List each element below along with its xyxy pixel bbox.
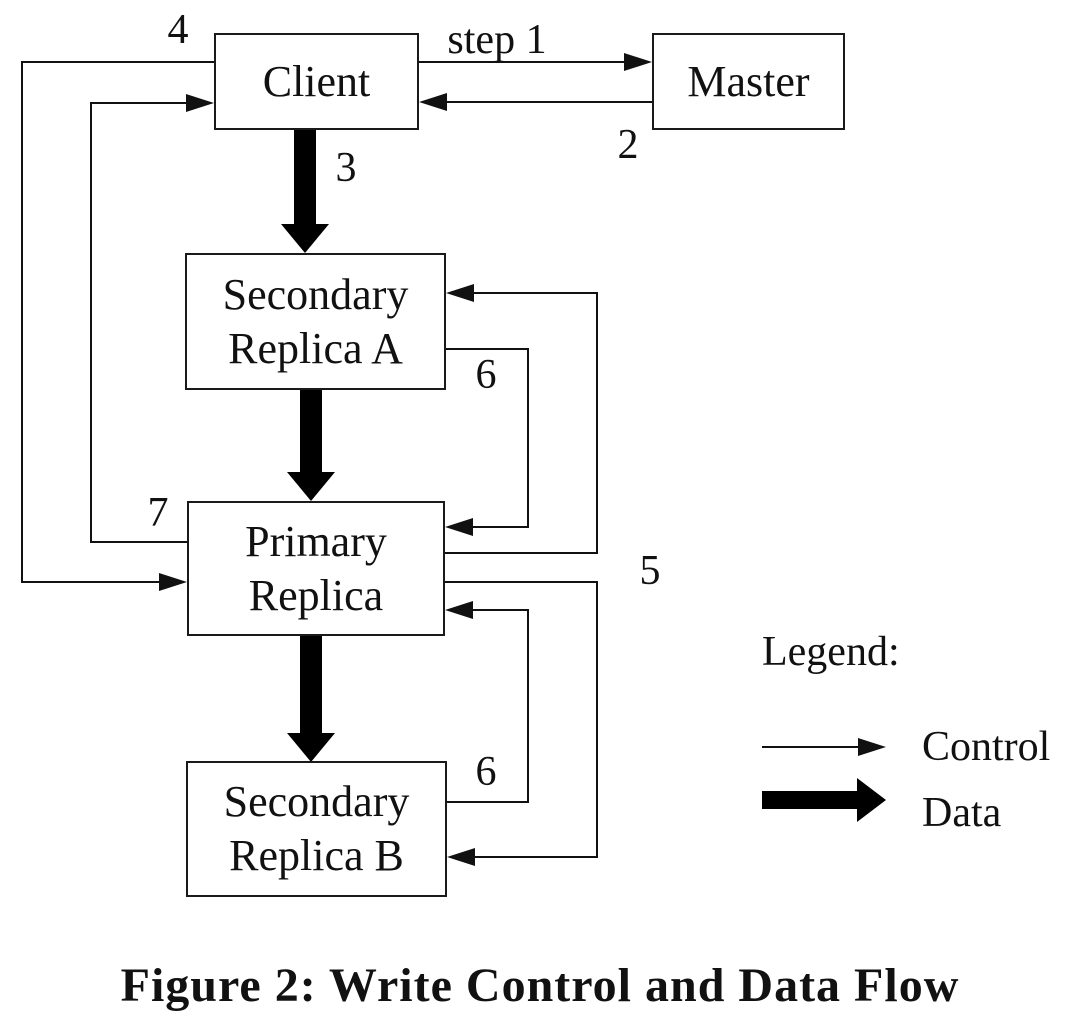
arrow-step5-to-b-control	[445, 581, 598, 866]
label-step5: 5	[639, 548, 661, 594]
legend-control-arrow-icon	[762, 738, 886, 756]
thick-arrowhead-down-icon	[287, 472, 335, 501]
node-secondary-a-line2: Replica A	[228, 323, 403, 373]
node-primary-replica: Primary Replica	[187, 501, 445, 636]
label-step2: 2	[617, 122, 639, 168]
label-step1: step 1	[447, 17, 547, 63]
arrowhead-right-icon	[624, 53, 652, 71]
node-master: Master	[652, 33, 845, 130]
arrow-step6-from-b-control	[445, 601, 529, 803]
legend-data-label: Data	[922, 790, 1002, 836]
node-secondary-a-line1: Secondary	[222, 269, 409, 319]
arrow-step5-to-a-control	[445, 284, 598, 554]
node-secondary-b-line2: Replica B	[229, 831, 404, 880]
thick-arrowhead-down-icon	[281, 224, 329, 253]
arrowhead-left-icon	[445, 601, 473, 619]
legend-title: Legend:	[762, 629, 900, 675]
label-step6-upper: 6	[475, 352, 497, 398]
arrowhead-left-icon	[419, 93, 447, 111]
data-arrow-client-to-a	[281, 129, 329, 253]
legend-control-label: Control	[922, 724, 1051, 770]
label-step4: 4	[167, 7, 189, 53]
node-secondary-replica-b: Secondary Replica B	[186, 761, 447, 897]
data-arrow-a-to-primary	[287, 389, 335, 501]
data-arrow-primary-to-b	[287, 636, 335, 762]
arrow-step7-control	[90, 94, 214, 543]
arrowhead-right-icon	[159, 573, 187, 591]
label-step6-lower: 6	[475, 749, 497, 795]
node-master-label: Master	[687, 56, 810, 106]
arrowhead-right-icon	[186, 94, 214, 112]
label-step7: 7	[147, 490, 169, 536]
label-step3: 3	[335, 145, 357, 191]
arrow-step4-control	[21, 61, 214, 591]
node-primary-line1: Primary	[245, 516, 387, 566]
arrowhead-left-icon	[445, 518, 473, 536]
thick-arrowhead-down-icon	[287, 733, 335, 762]
node-client: Client	[214, 33, 419, 130]
arrowhead-left-icon	[447, 848, 475, 866]
arrow-step6-from-a-control	[445, 348, 529, 536]
node-client-label: Client	[262, 56, 371, 106]
node-secondary-b-line1: Secondary	[223, 777, 410, 827]
arrow-step1-control	[419, 53, 652, 71]
node-secondary-replica-a: Secondary Replica A	[185, 253, 446, 390]
figure-caption: Figure 2: Write Control and Data Flow	[120, 959, 960, 1012]
arrowhead-left-icon	[446, 284, 474, 302]
legend-data-arrow-icon	[762, 778, 886, 822]
node-primary-line2: Replica	[248, 570, 384, 620]
